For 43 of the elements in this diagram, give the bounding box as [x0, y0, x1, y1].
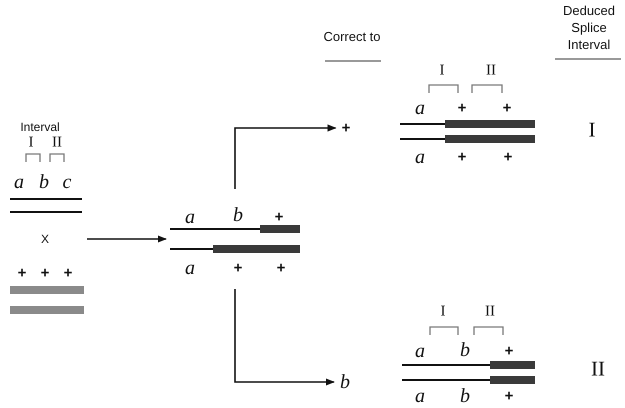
arrow [234, 124, 337, 189]
allele-label: + [458, 100, 466, 116]
dna-strands-drawing [169, 223, 301, 255]
allele-label: + [234, 260, 242, 276]
interval-label: I [440, 64, 444, 78]
allele-label: b [460, 386, 470, 406]
allele-label: b [233, 205, 243, 225]
interval-label: II [485, 304, 495, 320]
allele-label: b [340, 372, 350, 392]
heading-label: Interval [20, 121, 60, 133]
allele-label: a [14, 172, 24, 192]
allele-label: + [64, 266, 72, 280]
allele-label: + [40, 266, 50, 280]
allele-label: + [502, 100, 512, 116]
allele-label: + [342, 120, 350, 136]
column-header: Deduced Splice Interval [562, 2, 616, 53]
allele-label: a [185, 258, 195, 278]
allele-label: a [415, 147, 425, 167]
interval-label: I [588, 120, 596, 140]
interval-label: II [591, 358, 605, 380]
allele-label: a [415, 386, 425, 406]
allele-label: + [504, 388, 514, 404]
interval-label: II [486, 64, 496, 78]
allele-label: + [504, 150, 512, 164]
allele-label: c [62, 172, 72, 192]
allele-label: a [415, 98, 425, 118]
interval-label: I [28, 136, 34, 150]
column-header: Correct to [322, 28, 382, 45]
cross-symbol: X [41, 233, 49, 245]
allele-label: + [274, 210, 284, 224]
interval-label: I [440, 304, 446, 320]
allele-label: + [458, 150, 466, 164]
allele-label: + [504, 344, 514, 358]
allele-label: a [415, 341, 425, 361]
arrow [234, 289, 335, 386]
dna-strands-drawing [9, 196, 85, 314]
allele-label: + [18, 266, 26, 280]
allele-label: b [39, 172, 49, 192]
allele-label: b [460, 340, 470, 360]
interval-label: II [52, 136, 62, 150]
allele-label: a [185, 207, 195, 227]
arrow [87, 235, 167, 243]
allele-label: + [276, 260, 286, 276]
